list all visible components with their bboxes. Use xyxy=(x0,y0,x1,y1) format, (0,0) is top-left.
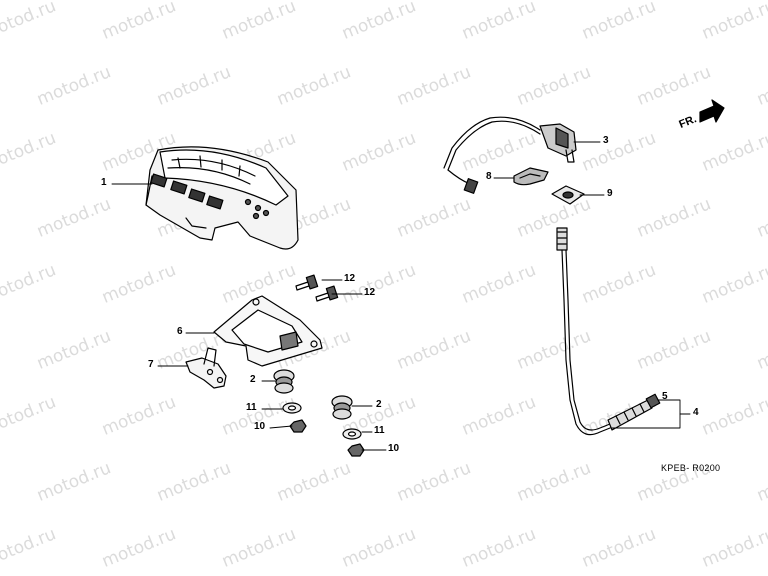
bolts xyxy=(295,274,339,302)
callout-2a: 2 xyxy=(250,374,256,385)
front-arrow-icon xyxy=(699,99,725,123)
callout-7: 7 xyxy=(148,359,154,370)
callout-3: 3 xyxy=(603,135,609,146)
bracket-stay xyxy=(213,295,323,367)
callout-1: 1 xyxy=(101,177,107,188)
callout-8: 8 xyxy=(486,171,492,182)
callout-12a: 12 xyxy=(344,273,356,284)
callout-12b: 12 xyxy=(364,287,376,298)
callout-5: 5 xyxy=(662,391,668,402)
nuts xyxy=(289,419,365,457)
small-bracket xyxy=(185,347,227,389)
speed-sensor xyxy=(443,116,577,194)
leader-lines xyxy=(111,141,691,451)
diagram-code: KPEB- R0200 xyxy=(661,463,721,473)
callout-9: 9 xyxy=(607,188,613,199)
speedometer-cable xyxy=(556,227,661,436)
grommets xyxy=(273,369,353,420)
callout-2b: 2 xyxy=(376,399,382,410)
callout-10b: 10 xyxy=(388,443,400,454)
clamp xyxy=(513,167,549,186)
callout-11a: 11 xyxy=(246,402,257,413)
callout-6: 6 xyxy=(177,326,183,337)
meter-assembly xyxy=(145,146,299,250)
callout-10a: 10 xyxy=(254,421,266,432)
collars xyxy=(282,402,362,440)
gasket xyxy=(551,185,585,205)
callout-4: 4 xyxy=(693,407,699,418)
callout-11b: 11 xyxy=(374,425,385,436)
